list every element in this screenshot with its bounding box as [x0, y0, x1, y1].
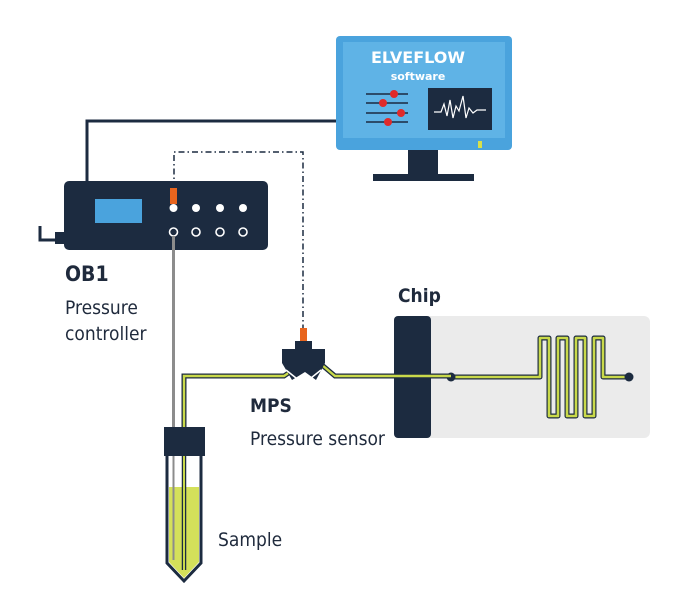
mps-orange-connector	[300, 328, 307, 342]
monitor-base	[373, 174, 474, 181]
ob1-knob	[216, 204, 224, 212]
ob1-outlet	[238, 227, 248, 237]
mps-body	[282, 349, 325, 380]
power-led	[478, 141, 482, 148]
ob1-outlet	[191, 227, 201, 237]
ob1-knob	[239, 204, 247, 212]
sample-tube	[164, 427, 205, 584]
slider-icon	[366, 90, 408, 126]
ob1-knob	[192, 204, 200, 212]
ob1-label: OB1	[65, 262, 109, 286]
tube-cap	[164, 427, 205, 456]
mps-sensor	[282, 328, 325, 380]
chip-label: Chip	[398, 285, 441, 307]
ob1-body	[64, 181, 268, 250]
software-subtitle: software	[391, 70, 446, 83]
ob1-orange-port	[170, 188, 177, 204]
usb-cable	[85, 119, 341, 182]
sensor-cable	[173, 151, 304, 328]
software-brand: ELVEFLOW	[371, 48, 465, 67]
ob1-controller	[38, 181, 268, 250]
sample-label: Sample	[218, 529, 282, 551]
mps-label: MPS	[250, 395, 292, 417]
mps-description: Pressure sensor	[250, 428, 386, 450]
signal-waveform	[434, 95, 486, 119]
ob1-outlet	[215, 227, 225, 237]
chip-outlet	[624, 372, 634, 382]
computer-monitor: ELVEFLOW software	[336, 36, 512, 181]
ob1-description-line2: controller	[65, 323, 147, 345]
ob1-display	[95, 199, 142, 223]
monitor-neck	[408, 150, 438, 174]
ob1-description-line1: Pressure	[65, 297, 138, 319]
